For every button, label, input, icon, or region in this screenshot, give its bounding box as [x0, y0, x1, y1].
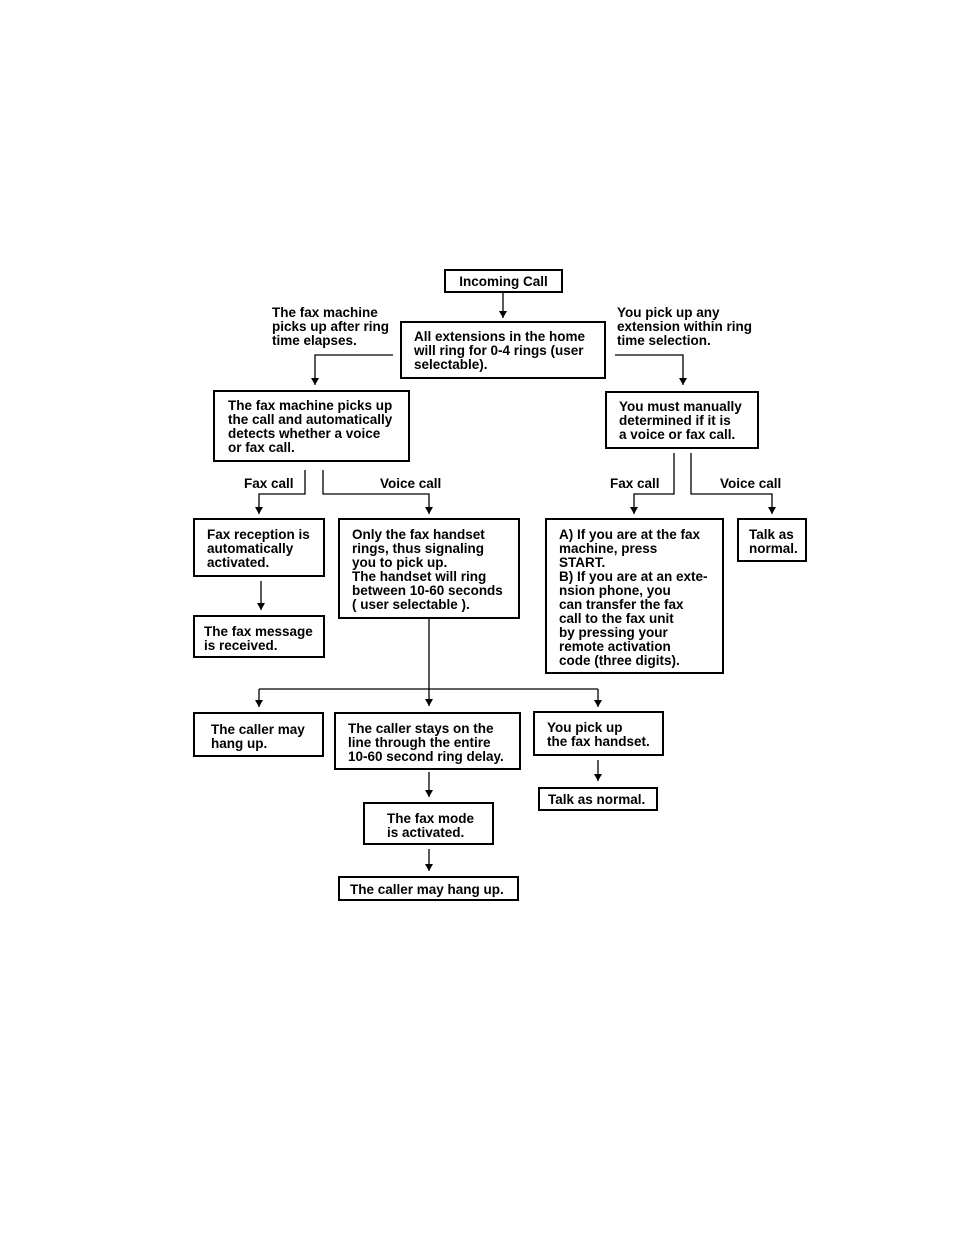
arrow-to-fax-auto	[311, 354, 393, 385]
arrow-to-fax-reception	[255, 470, 306, 514]
node-fax-mode-activated: The fax mode is activated.	[363, 802, 494, 845]
node-incoming-call: Incoming Call	[444, 269, 563, 293]
node-caller-hang-up-left: The caller may hang up.	[193, 712, 324, 757]
node-manual-determine: You must manually determined if it is a …	[605, 391, 759, 449]
arrow-to-talk-right	[690, 453, 776, 514]
label-voice-call-right: Voice call	[720, 476, 782, 491]
arrow-to-manual-fax	[630, 453, 675, 514]
node-pick-up-handset: You pick up the fax handset.	[533, 711, 664, 756]
node-fax-handset-rings: Only the fax handset rings, thus signali…	[338, 518, 520, 619]
arrow-to-handset-rings	[322, 470, 433, 514]
node-fax-message-received: The fax message is received.	[193, 615, 325, 658]
node-caller-hang-up-final: The caller may hang up.	[338, 876, 519, 901]
node-manual-fax-instructions: A) If you are at the fax machine, press …	[545, 518, 724, 674]
label-you-pick-up: You pick up any extension within ring ti…	[617, 305, 753, 348]
arrow-to-manual	[615, 354, 687, 385]
node-fax-reception-auto: Fax reception is automatically activated…	[193, 518, 325, 577]
node-caller-stays: The caller stays on the line through the…	[334, 712, 521, 770]
node-fax-auto-detect: The fax machine picks up the call and au…	[213, 390, 410, 462]
label-fax-call-right: Fax call	[610, 476, 660, 491]
node-all-extensions-ring: All extensions in the home will ring for…	[400, 321, 606, 379]
label-voice-call-left: Voice call	[380, 476, 442, 491]
node-talk-as-normal-bottom: Talk as normal.	[538, 787, 658, 811]
label-fax-picks-up: The fax machine picks up after ring time…	[272, 305, 390, 348]
label-fax-call-left: Fax call	[244, 476, 294, 491]
node-talk-as-normal-right: Talk as normal.	[737, 518, 807, 562]
